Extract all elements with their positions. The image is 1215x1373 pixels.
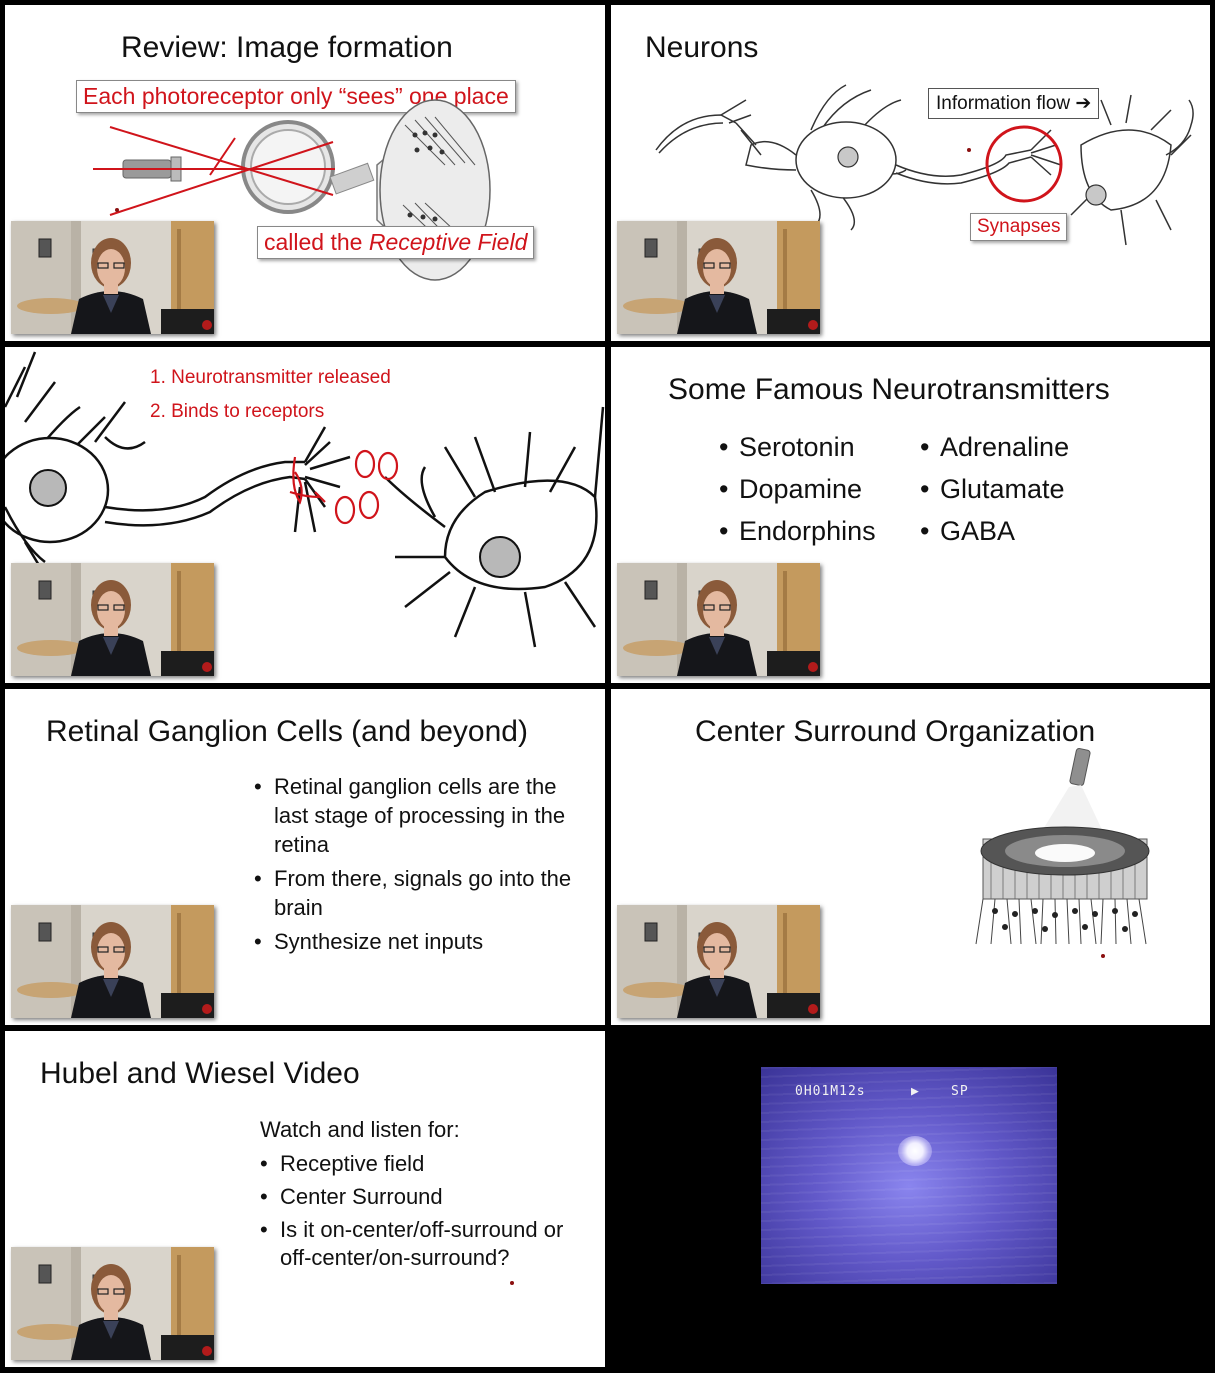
list-item: Receptive field	[260, 1150, 590, 1178]
neuron-diagram	[655, 84, 1194, 246]
bullet-list: Receptive field Center Surround Is it on…	[260, 1150, 590, 1277]
list-item: From there, signals go into the brain	[254, 864, 584, 922]
slide-neurons: Neurons Information flow ➔ Synapses	[611, 5, 1210, 341]
webcam-presenter	[617, 905, 820, 1018]
eye-icon	[241, 120, 375, 214]
webcam-presenter	[617, 563, 820, 676]
callout-prefix: called the	[264, 229, 369, 255]
center-surround-diagram	[975, 747, 1150, 958]
slide-title: Neurons	[645, 31, 759, 64]
step-2: 2. Binds to receptors	[150, 401, 325, 422]
receptive-field-callout: called the Receptive Field	[257, 226, 535, 259]
list-item: Is it on-center/off-surround or off-cent…	[260, 1216, 590, 1272]
synapse-diagram	[5, 351, 605, 648]
play-icon: ▶	[911, 1084, 920, 1099]
webcam-presenter	[617, 221, 820, 334]
slide-title: Hubel and Wiesel Video	[40, 1057, 360, 1090]
list-item: Dopamine	[719, 468, 876, 510]
webcam-presenter	[11, 905, 214, 1018]
experiment-video[interactable]: 0H01M12s ▶ SP	[761, 1067, 1057, 1284]
video-time-counter: 0H01M12s	[795, 1084, 866, 1099]
watch-intro: Watch and listen for:	[260, 1117, 460, 1142]
callout-italic: Receptive Field	[368, 229, 528, 255]
video-mode: SP	[951, 1084, 969, 1099]
light-spot	[898, 1136, 932, 1166]
webcam-presenter	[11, 221, 214, 334]
left-list: Serotonin Dopamine Endorphins	[719, 426, 876, 552]
list-item: Synthesize net inputs	[254, 927, 584, 956]
scan-lines	[761, 1067, 1057, 1284]
information-flow-label: Information flow ➔	[928, 88, 1100, 119]
list-item: Retinal ganglion cells are the last stag…	[254, 772, 584, 859]
webcam-presenter	[11, 1247, 214, 1360]
slide-hubel-wiesel: Hubel and Wiesel Video Watch and listen …	[5, 1031, 605, 1367]
slide-title: Retinal Ganglion Cells (and beyond)	[46, 715, 528, 748]
slide-synapse-process: 1. Neurotransmitter released 2. Binds to…	[5, 347, 605, 683]
right-list: Adrenaline Glutamate GABA	[920, 426, 1069, 552]
list-item: Endorphins	[719, 510, 876, 552]
slide-retinal-ganglion: Retinal Ganglion Cells (and beyond) Reti…	[5, 689, 605, 1025]
process-steps: 1. Neurotransmitter released 2. Binds to…	[150, 361, 391, 429]
step-1: 1. Neurotransmitter released	[150, 367, 391, 388]
slide-center-surround: Center Surround Organization	[611, 689, 1210, 1025]
list-item: Adrenaline	[920, 426, 1069, 468]
slide-title: Center Surround Organization	[695, 715, 1096, 748]
slide-image-formation: Review: Image formation Each photorecept…	[5, 5, 605, 341]
slide-title: Some Famous Neurotransmitters	[668, 373, 1110, 406]
flashlight-icon	[1069, 747, 1091, 787]
webcam-presenter	[11, 563, 214, 676]
list-item: Glutamate	[920, 468, 1069, 510]
bullet-list: Retinal ganglion cells are the last stag…	[254, 772, 584, 961]
list-item: Center Surround	[260, 1183, 590, 1211]
slide-title: Review: Image formation	[121, 31, 453, 64]
list-item: Serotonin	[719, 426, 876, 468]
slide-neurotransmitters: Some Famous Neurotransmitters Serotonin …	[611, 347, 1210, 683]
synapses-label: Synapses	[970, 213, 1068, 241]
list-item: GABA	[920, 510, 1069, 552]
